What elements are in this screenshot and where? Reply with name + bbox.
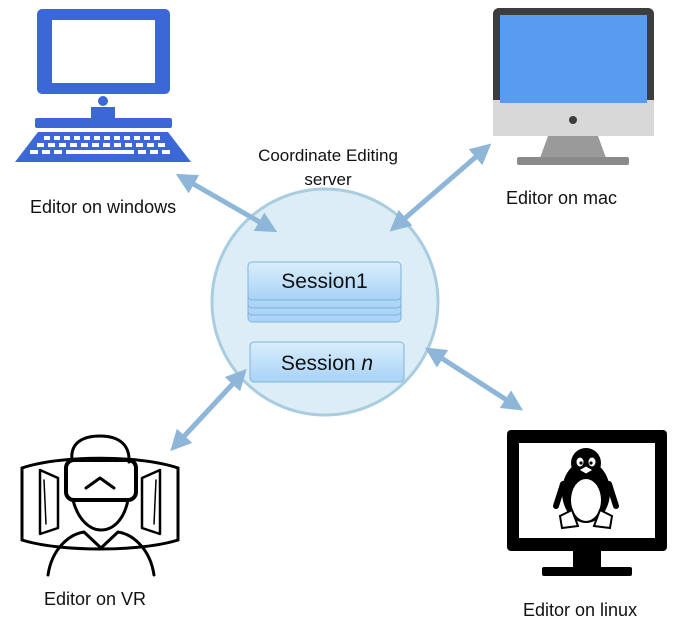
session-n-label: Session n: [281, 352, 373, 375]
server-title-line2: server: [304, 170, 352, 189]
server-title: Coordinate Editing server: [228, 144, 428, 192]
linux-monitor-icon: [507, 430, 667, 576]
vr-headset-user-icon: [20, 434, 180, 577]
arrow-windows: [175, 173, 278, 233]
session1-stack: Session1: [247, 261, 402, 323]
imac-icon: [493, 8, 654, 165]
session1-label: Session1: [281, 270, 367, 293]
arrow-mac: [389, 143, 492, 232]
arrow-linux: [424, 347, 524, 411]
editor-vr-label: Editor on VR: [44, 589, 147, 609]
server-title-line1: Coordinate Editing: [258, 146, 398, 165]
editor-linux-label: Editor on linux: [523, 600, 638, 620]
desktop-computer-icon: [15, 9, 191, 162]
arrow-vr: [170, 368, 247, 452]
editor-windows-label: Editor on windows: [30, 197, 177, 217]
editor-mac-label: Editor on mac: [506, 188, 618, 208]
session-n-box: Session n: [249, 341, 405, 383]
tux-icon: [553, 448, 619, 530]
